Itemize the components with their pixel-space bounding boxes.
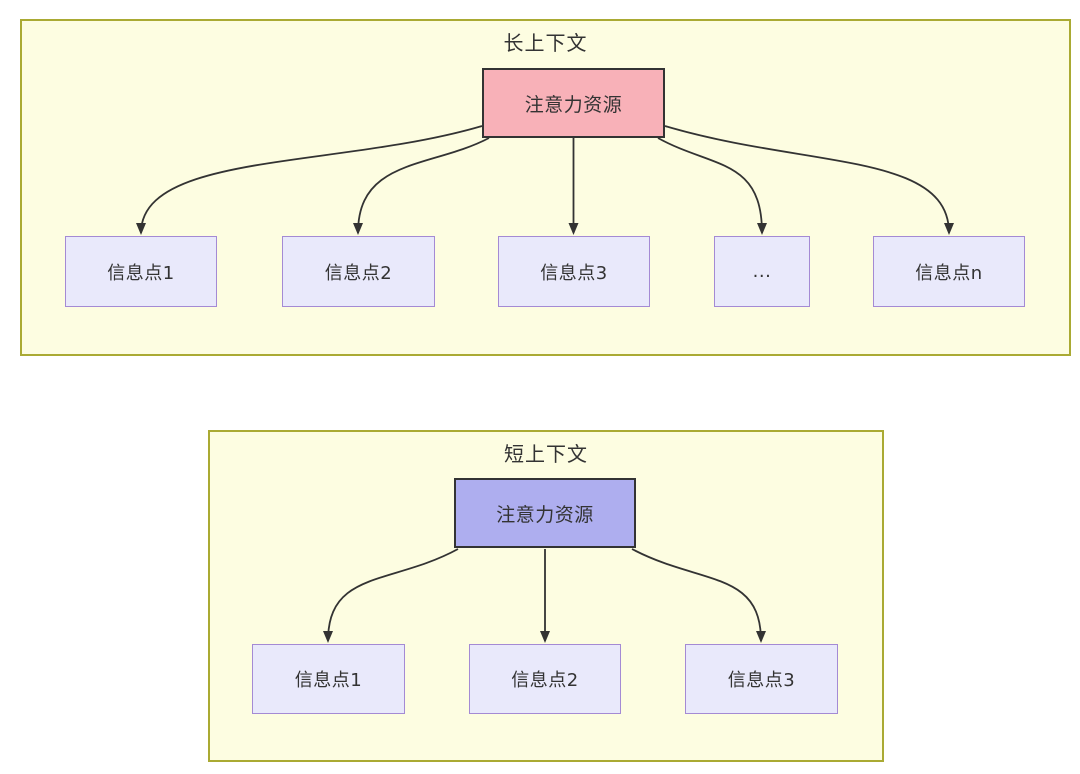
short-info-node-1: 信息点1 — [252, 644, 405, 714]
short-info-node-2: 信息点2 — [469, 644, 621, 714]
short-attention-resource-node: 注意力资源 — [454, 478, 636, 548]
long-info-node-2: 信息点2 — [282, 236, 435, 307]
long-attention-resource-node: 注意力资源 — [482, 68, 665, 138]
long-info-node-ellipsis: ... — [714, 236, 810, 307]
short-info-node-3: 信息点3 — [685, 644, 838, 714]
long-context-title: 长上下文 — [503, 31, 588, 55]
short-context-title: 短上下文 — [504, 442, 588, 466]
long-info-node-3: 信息点3 — [498, 236, 650, 307]
long-info-node-1: 信息点1 — [65, 236, 217, 307]
long-info-node-n: 信息点n — [873, 236, 1025, 307]
